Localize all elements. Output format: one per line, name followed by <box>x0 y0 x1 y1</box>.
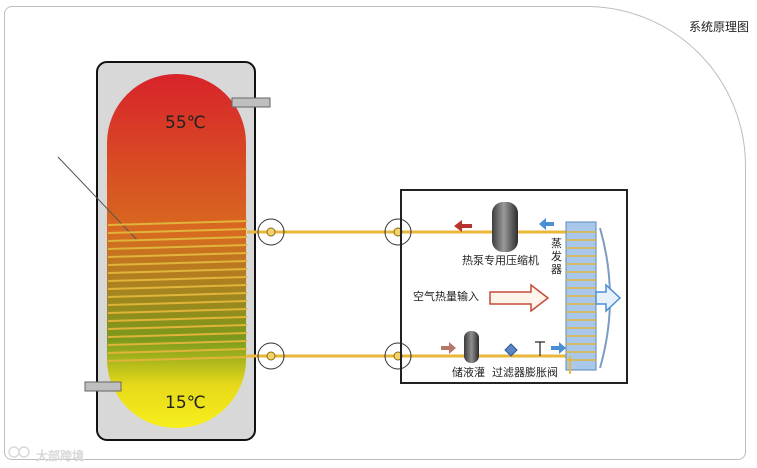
cold-flow-arrow-bottom <box>551 342 566 354</box>
compressor-label: 热泵专用压缩机 <box>462 253 539 267</box>
watermark-logo-icon <box>8 446 30 458</box>
tank-outlet-pipe <box>231 97 271 108</box>
exhaust-arrow <box>595 283 622 313</box>
watermark-text: 大部跨境 <box>36 449 85 463</box>
pointer-line <box>57 156 138 241</box>
evaporator-label-1: 蒸 <box>551 237 562 250</box>
tank-top-temperature: 55℃ <box>165 113 206 133</box>
receiver-tank <box>464 331 479 363</box>
expansion-valve-icon <box>535 341 545 356</box>
diagram-frame <box>4 6 746 460</box>
filter-icon <box>504 343 518 357</box>
air-input-label: 空气热量输入 <box>413 289 479 303</box>
evaporator-label-3: 器 <box>551 263 562 276</box>
pipe-joint-tank-upper <box>257 218 285 246</box>
heat-pump-unit <box>400 189 628 384</box>
tank-inlet-pipe <box>84 381 122 392</box>
evaporator-label-2: 发 <box>551 249 562 263</box>
compressor <box>492 202 518 252</box>
tank-bottom-temperature: 15℃ <box>165 393 206 413</box>
tank-vessel <box>107 74 246 428</box>
hot-flow-arrow <box>454 220 472 232</box>
return-flow-arrow <box>441 342 456 354</box>
pipe-joint-tank-lower <box>257 342 285 370</box>
cold-flow-arrow-top <box>539 218 554 230</box>
air-heat-arrow <box>489 283 550 313</box>
diagram-title: 系统原理图 <box>688 20 749 34</box>
heating-coil <box>107 220 248 362</box>
evaporator <box>565 221 597 371</box>
receiver-label: 储液灌 <box>452 365 485 379</box>
filter-valve-label: 过滤器膨胀阀 <box>492 365 558 379</box>
